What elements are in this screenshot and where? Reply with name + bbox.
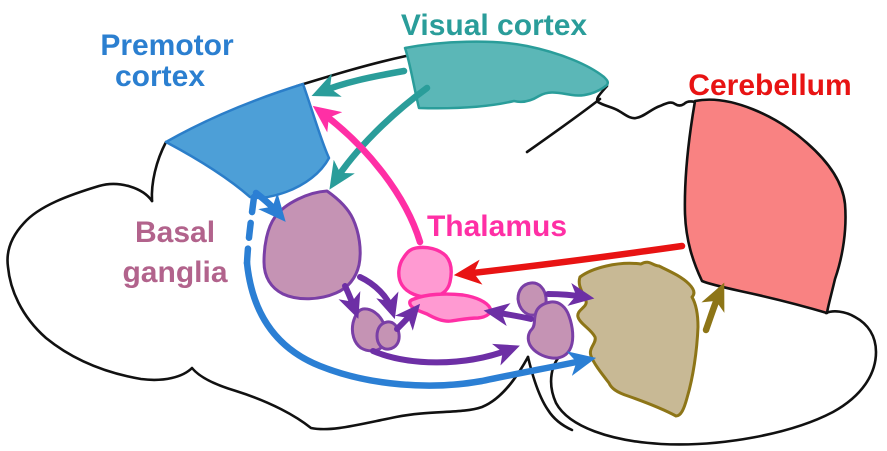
- region-visual-cortex: [403, 40, 610, 110]
- arrow-cerebellum-to-thalamus: [453, 242, 686, 285]
- arrow-visual-cortex-to-basal-ganglia: [329, 84, 431, 190]
- arrow-premotor-to-brainstem: [243, 259, 597, 389]
- arrow-subnucleus-c-to-brainstem: [545, 282, 595, 306]
- arrow-visual-cortex-to-premotor: [311, 67, 408, 97]
- brain-outline-brainstem-oval: [549, 310, 878, 446]
- label-visual-cortex: Visual cortex: [401, 9, 588, 42]
- region-cerebellum: [683, 98, 847, 315]
- region-brainstem-nucleus: [576, 260, 700, 418]
- arrow-thalamus-to-premotor: [312, 105, 424, 246]
- arrow-brainstem-to-cerebellum: [701, 282, 725, 334]
- label-basal-ganglia-line1: Basal: [135, 216, 215, 249]
- brain-outline-group: [6, 54, 878, 446]
- arrow-subnucleus-d-to-thalamus: [483, 303, 534, 327]
- region-striatum: [262, 189, 362, 301]
- label-premotor-cortex-line2: cortex: [115, 60, 205, 93]
- arrow-striatum-to-subnucleus-a: [338, 283, 361, 319]
- brain-outline-dorsal-gap: [295, 54, 408, 88]
- brain-outline-cortex-boundary: [525, 97, 602, 154]
- label-thalamus: Thalamus: [427, 210, 567, 243]
- region-bg-subnucleus-d: [526, 300, 575, 360]
- region-thalamus-upper: [397, 245, 453, 299]
- brain-outline-frontal-ventral: [6, 182, 530, 431]
- label-premotor-cortex-line1: Premotor: [100, 29, 234, 62]
- region-thalamus-lower: [408, 292, 493, 323]
- brain-outline-front-descent: [150, 140, 168, 203]
- arrow-premotor-to-striatum: [252, 189, 286, 222]
- arrow-subnucleus-b-to-thalamus: [394, 303, 421, 332]
- arrow-striatum-to-subnucleus-b: [357, 274, 399, 320]
- region-premotor-cortex: [164, 82, 331, 200]
- arrow-subnuclei-to-subnucleus-d: [370, 343, 520, 366]
- brain-outline-midbrain-notch: [526, 355, 574, 432]
- brain-outline-posterior-wiggle: [595, 84, 697, 120]
- arrow-premotor-to-brainstem-dashed-segment: [243, 193, 258, 267]
- label-cerebellum: Cerebellum: [688, 69, 851, 102]
- label-basal-ganglia-line2: ganglia: [122, 256, 227, 289]
